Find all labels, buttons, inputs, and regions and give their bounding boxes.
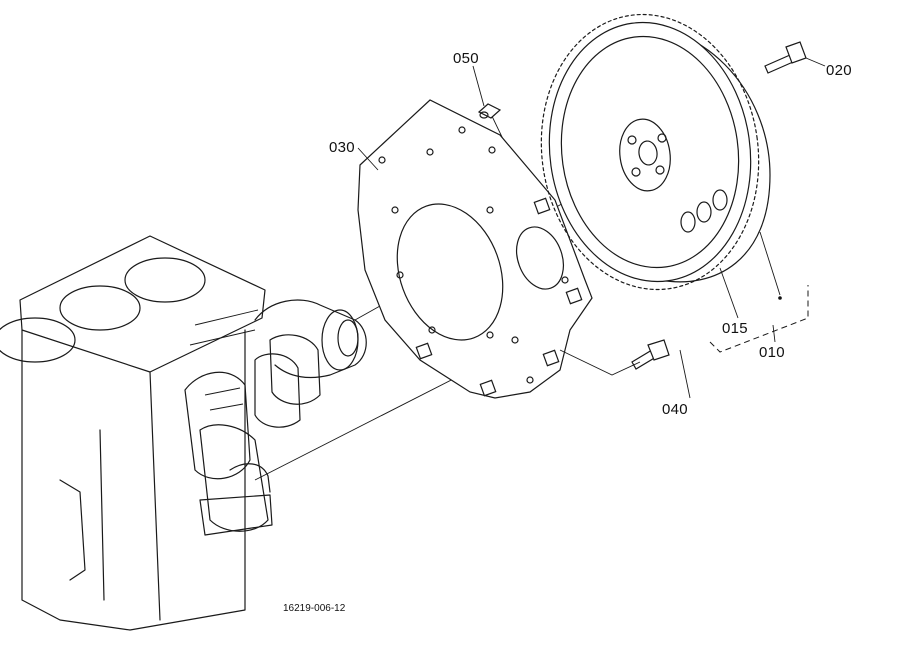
label-part-015: 015: [722, 320, 748, 337]
flywheel-hub: [619, 118, 671, 192]
weld-nuts: [415, 197, 583, 397]
leader-lines: [357, 57, 826, 399]
label-part-030: 030: [329, 139, 355, 156]
ring-gear-teeth: [540, 13, 760, 291]
label-part-040: 040: [662, 401, 688, 418]
adapter-plate: [357, 99, 593, 399]
label-part-050: 050: [453, 50, 479, 67]
engine-block: [0, 235, 367, 631]
dowel-pin: [477, 103, 502, 119]
flywheel-bolt: [764, 41, 807, 74]
drawing-number: 16219-006-12: [283, 603, 346, 614]
part-labels: 050 030 020 015 010 040 16219-006-12: [283, 50, 852, 614]
flywheel-assembly: [540, 13, 771, 291]
label-part-020: 020: [826, 62, 852, 79]
reference-dot: [778, 296, 782, 300]
label-part-010: 010: [759, 344, 785, 361]
plate-bolt: [631, 339, 670, 370]
plate-bolt-holes: [378, 126, 569, 384]
